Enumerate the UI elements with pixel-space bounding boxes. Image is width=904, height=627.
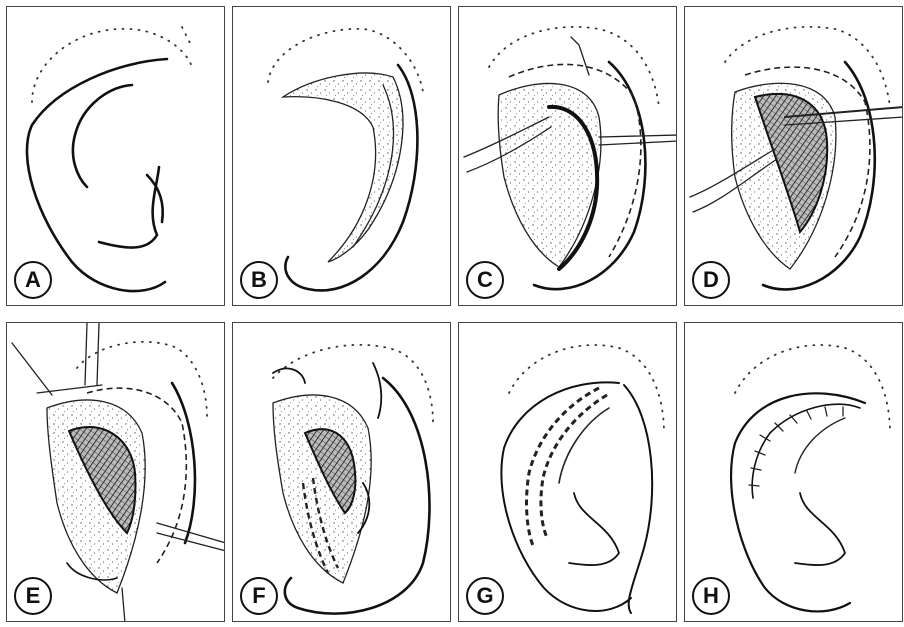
ear-surgery-step-drawing — [459, 7, 677, 306]
ear-outline-drawing — [459, 323, 677, 622]
panel-label: B — [240, 261, 278, 299]
panel-label: C — [466, 261, 504, 299]
panel-label: A — [14, 261, 52, 299]
panel-label: E — [14, 577, 52, 615]
panel-label: H — [692, 577, 730, 615]
panel-f: F — [232, 322, 451, 622]
ear-surgery-step-drawing — [233, 323, 451, 622]
ear-outline-drawing — [7, 7, 225, 306]
panel-a: A — [6, 6, 225, 306]
panel-c: C — [458, 6, 677, 306]
panel-label: D — [692, 261, 730, 299]
panel-label: F — [240, 577, 278, 615]
ear-outline-drawing — [233, 7, 451, 306]
panel-b: B — [232, 6, 451, 306]
panel-label: G — [466, 577, 504, 615]
ear-surgery-step-drawing — [7, 323, 225, 622]
ear-surgery-step-drawing — [685, 7, 903, 306]
panel-e: E — [6, 322, 225, 622]
panel-g: G — [458, 322, 677, 622]
panel-h: H — [684, 322, 903, 622]
panel-d: D — [684, 6, 903, 306]
ear-outline-drawing — [685, 323, 903, 622]
